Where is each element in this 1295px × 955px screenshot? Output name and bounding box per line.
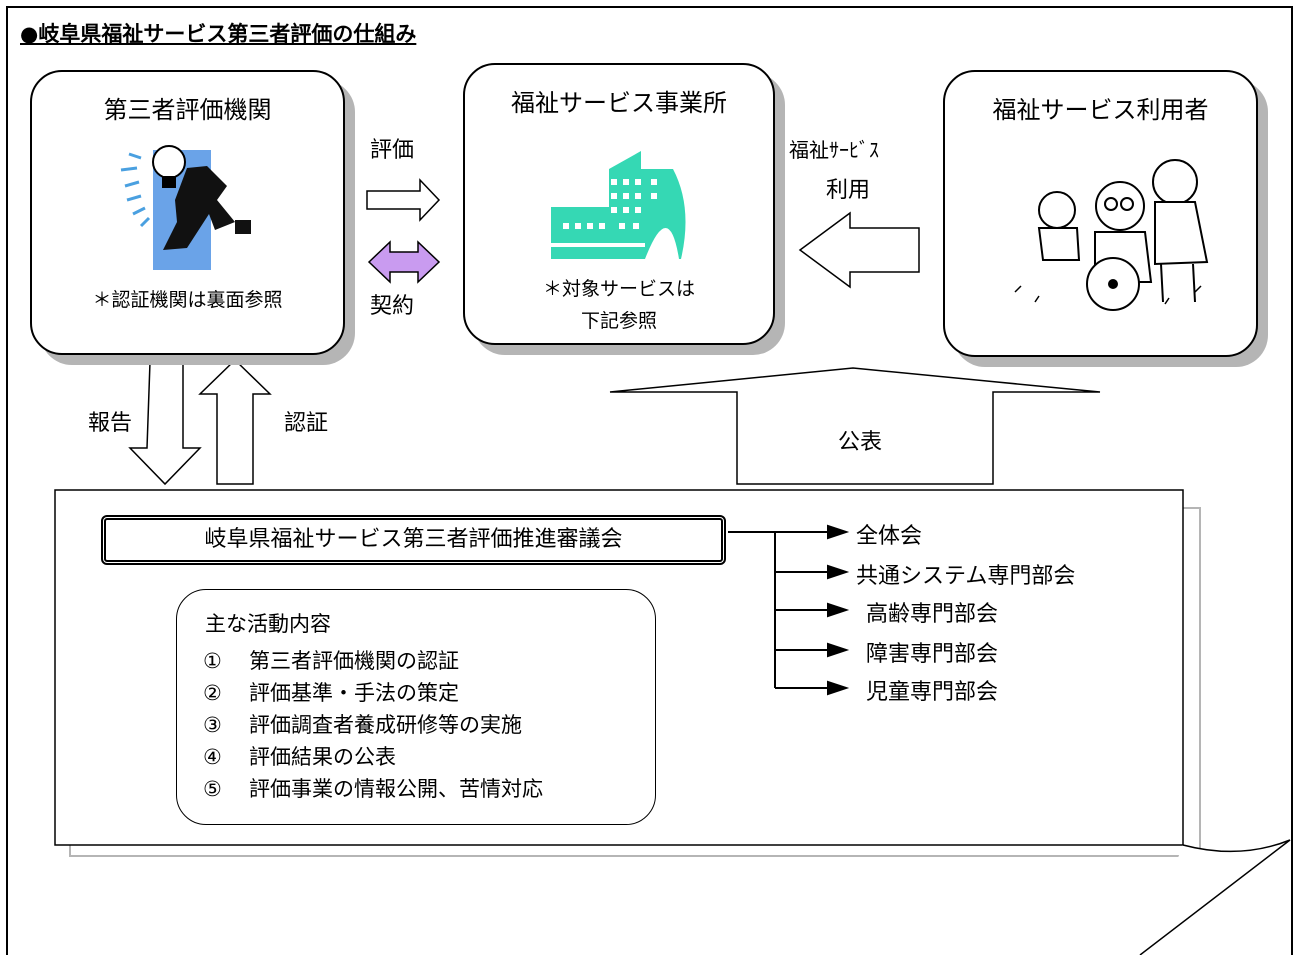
report-arrow: [128, 361, 202, 486]
activities-heading: 主な活動内容: [205, 612, 331, 636]
evaluation-label: 評価: [370, 138, 415, 163]
user-box: 福祉サービス利用者: [943, 70, 1258, 357]
usage-label-line1: 福祉ｻｰﾋﾞｽ: [789, 138, 879, 162]
provider-note-line2: 下記参照: [580, 310, 657, 332]
contract-arrow: [367, 240, 441, 284]
certification-label: 認証: [284, 411, 329, 436]
subcommittee-item: 障害専門部会: [866, 642, 999, 667]
provider-box: 福祉サービス事業所 ＊対象サービスは 下記参照: [463, 63, 775, 345]
publication-arrow: [609, 367, 1101, 485]
page-title: ●岐阜県福祉サービス第三者評価の仕組み: [20, 22, 417, 46]
subcommittee-item: 全体会: [856, 524, 923, 549]
council-name: 岐阜県福祉サービス第三者評価推進審議会: [101, 515, 726, 565]
report-label: 報告: [88, 411, 133, 436]
user-title: 福祉サービス利用者: [992, 96, 1209, 124]
family-wheelchair-icon: [1014, 159, 1209, 311]
evaluator-box: 第三者評価機関 ＊認証機関は裏面参照: [30, 70, 345, 355]
subcommittee-item: 児童専門部会: [866, 680, 999, 705]
subcommittee-item: 高齢専門部会: [866, 602, 999, 627]
branch-arrowhead: [827, 602, 850, 618]
lightbulb-person-icon: [120, 145, 251, 270]
subcommittee-item: 共通システム専門部会: [856, 564, 1076, 589]
outer-frame: [6, 6, 1293, 955]
branch-arrowhead: [827, 642, 850, 658]
branch-arrowhead: [827, 564, 850, 580]
provider-note-line1: ＊対象サービスは: [542, 278, 695, 300]
publication-label: 公表: [838, 430, 883, 455]
branch-arrowhead: [827, 680, 850, 696]
provider-title: 福祉サービス事業所: [511, 89, 727, 117]
usage-arrow: [798, 211, 920, 289]
branch-arrowhead: [827, 524, 850, 540]
certification-arrow: [198, 358, 272, 485]
evaluator-title: 第三者評価機関: [103, 96, 272, 124]
contract-label: 契約: [370, 294, 415, 319]
subcommittee-branches: [728, 524, 850, 696]
evaluator-note: ＊認証機関は裏面参照: [92, 289, 283, 311]
building-icon: [551, 151, 686, 259]
evaluation-arrow: [366, 178, 441, 222]
usage-label-line2: 利用: [826, 178, 871, 203]
page-curl: [1139, 839, 1291, 955]
